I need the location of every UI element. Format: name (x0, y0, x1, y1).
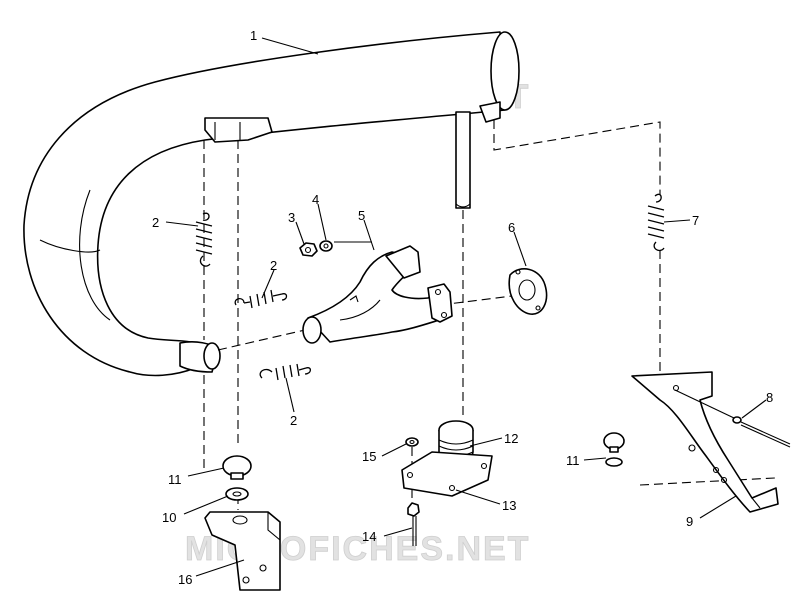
part-5-y-pipe (302, 245, 453, 344)
callout-4: 4 (312, 192, 319, 207)
part-16-bracket (204, 511, 281, 591)
callout-16: 16 (178, 572, 192, 587)
leader-lines (165, 37, 767, 577)
part-12-isolator (438, 420, 474, 461)
part-8-cable (674, 389, 791, 448)
callout-9: 9 (686, 514, 693, 529)
assembly-lines (203, 120, 776, 510)
callout-5: 5 (358, 208, 365, 223)
part-2-spring-lower (259, 363, 312, 381)
part-3-nut (299, 242, 318, 257)
part-9-chassis-bracket (631, 371, 779, 513)
part-10-washer (225, 487, 249, 501)
callout-10: 10 (162, 510, 176, 525)
callout-2-middle: 2 (270, 258, 277, 273)
callout-labels: 1 2 2 2 3 4 5 6 7 8 9 10 11 11 12 13 14 … (152, 28, 773, 587)
part-1-muffler (23, 31, 520, 377)
part-11-grommet-right (603, 432, 625, 467)
callout-1: 1 (250, 28, 257, 43)
part-14-bolt (407, 502, 420, 546)
part-11-grommet-left (222, 455, 252, 480)
part-15-washer (405, 437, 419, 447)
callout-2-lower: 2 (290, 413, 297, 428)
part-13-mount-plate (401, 451, 493, 497)
callout-8: 8 (766, 390, 773, 405)
part-2-spring-vertical (195, 212, 213, 267)
callout-14: 14 (362, 529, 376, 544)
part-7-spring (647, 193, 665, 252)
callout-11-left: 11 (168, 472, 182, 487)
callout-6: 6 (508, 220, 515, 235)
callout-2-top: 2 (152, 215, 159, 230)
callout-15: 15 (362, 449, 376, 464)
callout-3: 3 (288, 210, 295, 225)
callout-7: 7 (692, 213, 699, 228)
callout-12: 12 (504, 431, 518, 446)
part-2-spring-middle (234, 289, 288, 309)
callout-13: 13 (502, 498, 516, 513)
callout-11-right: 11 (566, 453, 580, 468)
part-4-washer (319, 240, 333, 252)
part-6-gasket (508, 268, 548, 315)
